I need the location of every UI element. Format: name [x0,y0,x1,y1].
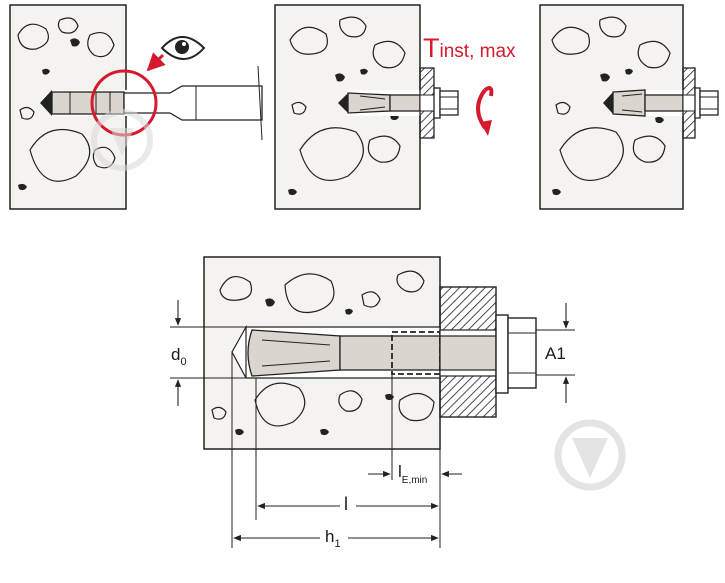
anchor [338,90,426,116]
step3-panel [539,4,719,210]
torque-label: Tinst, max [423,33,516,63]
bolt-head [495,314,537,394]
l-label: l [344,494,348,514]
fixture-plate [419,67,435,139]
setting-tool [123,65,263,141]
watermark-icon [91,109,153,171]
anchor [247,329,441,377]
anchor [603,89,688,117]
bolt-head [433,87,459,119]
eye-icon [160,36,206,60]
watermark-icon [554,419,626,491]
bolt-head [694,87,719,119]
d0-label: d0 [171,345,187,368]
a1-label: A1 [545,344,566,363]
step2-panel: Tinst, max [274,4,516,210]
rotation-arrow-icon [476,86,494,136]
fixture-plate [682,67,696,139]
arrow-icon [146,52,166,72]
fixture-plate [439,286,497,418]
h1-label: h1 [325,527,341,550]
dimension-drawing: d0 A1 lE,min l h1 [170,256,575,550]
step1-panel [9,4,263,210]
le-min-label: lE,min [398,462,427,486]
